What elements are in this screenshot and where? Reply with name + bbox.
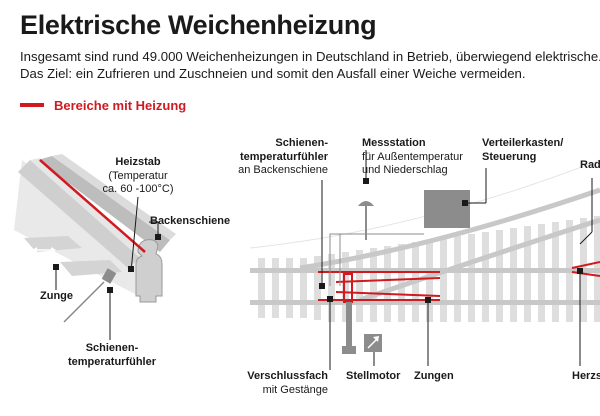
sleeper: [24, 236, 82, 252]
label-herz: Herzs: [572, 370, 600, 384]
sleeper: [272, 258, 279, 318]
label-fuehler-left-line1: Schienen-: [85, 342, 139, 354]
label-fuehler-right-line1: Schienen-: [275, 137, 328, 149]
marker-verteiler: [462, 200, 468, 206]
sleeper: [426, 240, 433, 322]
label-messstation-title: Messstation: [362, 137, 426, 149]
messstation-sensor: [358, 201, 374, 206]
sleeper: [286, 258, 293, 318]
marker-backenschiene: [155, 234, 161, 240]
track-outline: [249, 159, 600, 249]
label-heizstab: Heizstab (Temperatur ca. 60 -100°C): [100, 156, 176, 197]
arrow-left-icon: [32, 247, 37, 253]
heated-zone-herz: [571, 261, 600, 277]
legend-label: Bereiche mit Heizung: [54, 97, 187, 113]
straight-rail-top: [250, 268, 600, 273]
arrow-icon: [373, 336, 379, 342]
sleeper: [510, 228, 517, 322]
leader-heizstab: [130, 196, 139, 273]
sleeper: [440, 238, 447, 322]
backenschiene-rail: [38, 156, 170, 252]
label-heizstab-sub1: (Temperatur: [108, 169, 168, 182]
sensor-cable: [63, 281, 105, 323]
label-messstation-sub2: und Niederschlag: [362, 164, 448, 176]
sleeper: [370, 248, 377, 322]
label-heizstab-sub2: ca. 60 -100°C): [102, 183, 174, 195]
label-fuehler-right-sub: an Backenschiene: [238, 164, 328, 176]
sleeper: [342, 252, 349, 322]
zunge-rail: [18, 160, 140, 268]
verteilerkasten-box: [424, 190, 470, 228]
label-fuehler-left: Schienen- temperaturfühler: [62, 342, 162, 369]
verschlussfach-base: [342, 346, 356, 354]
marker-zungen: [425, 297, 431, 303]
sleeper: [468, 234, 475, 322]
label-rad-title: Rad: [580, 159, 600, 171]
rail-profile: [135, 239, 163, 303]
sleeper: [384, 246, 391, 322]
label-heizstab-title: Heizstab: [115, 156, 161, 168]
label-verteiler-line1: Verteilerkasten/: [482, 137, 564, 149]
label-fuehler-right-line2: temperaturfühler: [239, 150, 328, 163]
label-messstation: Messstation für Außentemperatur und Nied…: [362, 137, 463, 178]
rail-detail-illustration: [14, 154, 176, 340]
label-verteiler: Verteilerkasten/ Steuerung: [482, 137, 563, 164]
label-zunge-title: Zunge: [40, 290, 73, 302]
label-zungen-title: Zungen: [414, 370, 454, 382]
sleeper: [314, 256, 321, 320]
zunge-rail-top: [30, 158, 146, 258]
marker-herz: [577, 268, 583, 274]
temperature-sensor: [101, 268, 117, 284]
label-verteiler-line2: Steuerung: [482, 150, 537, 163]
heated-zone-zungen: [318, 271, 441, 301]
wiring: [329, 233, 424, 286]
sleeper: [398, 244, 405, 322]
marker-heizstab: [128, 266, 134, 272]
intro-line-1: Insgesamt sind rund 49.000 Weichenheizun…: [20, 49, 600, 64]
label-messstation-sub1: für Außentemperatur: [362, 150, 463, 163]
legend: Bereiche mit Heizung: [20, 97, 186, 113]
leader-rad-diag: [579, 231, 593, 245]
label-verschlussfach-sub: mit Gestänge: [262, 383, 328, 396]
label-zungen: Zungen: [414, 370, 454, 384]
diverging-rail-outer: [299, 187, 600, 271]
label-verschlussfach-title: Verschlussfach: [247, 370, 328, 382]
marker-fuehler-right: [319, 283, 325, 289]
label-herz-title: Herzs: [572, 370, 600, 382]
label-fuehler-left-line2: temperaturfühler: [67, 355, 157, 368]
sleeper: [300, 258, 307, 318]
label-verschlussfach: Verschlussfach mit Gestänge: [228, 370, 328, 397]
sleeper: [258, 258, 265, 318]
label-stellmotor: Stellmotor: [346, 370, 400, 384]
label-zunge: Zunge: [40, 290, 73, 304]
page-title: Elektrische Weichenheizung: [20, 10, 377, 40]
intro-line-2: Das Ziel: ein Zufrieren und Zuschneien u…: [20, 66, 526, 81]
heizstab-heating-line: [39, 159, 146, 253]
label-rad: Rad: [580, 159, 600, 173]
label-backenschiene: Backenschiene: [150, 215, 230, 229]
label-backenschiene-title: Backenschiene: [150, 215, 231, 227]
sleeper: [524, 226, 531, 322]
marker-verschlussfach: [327, 296, 333, 302]
label-fuehler-right: Schienen- temperaturfühler an Backenschi…: [220, 137, 328, 178]
sleeper: [454, 236, 461, 322]
sleeper: [496, 230, 503, 322]
diverging-rail-inner: [359, 217, 600, 303]
switch-plan-view: [249, 150, 600, 370]
arrow-right-icon: [51, 247, 56, 253]
backenschiene-rail-top: [52, 154, 176, 240]
intro-text: Insgesamt sind rund 49.000 Weichenheizun…: [20, 48, 600, 82]
marker-messstation: [363, 178, 369, 184]
legend-swatch-heating: [20, 103, 44, 107]
label-stellmotor-title: Stellmotor: [346, 370, 401, 382]
marker-zunge: [53, 264, 59, 270]
marker-fuehler-left: [107, 287, 113, 293]
verschlussfach-box: [346, 302, 352, 348]
sleeper: [328, 254, 335, 322]
sleeper: [356, 250, 363, 322]
sleeper: [482, 232, 489, 322]
